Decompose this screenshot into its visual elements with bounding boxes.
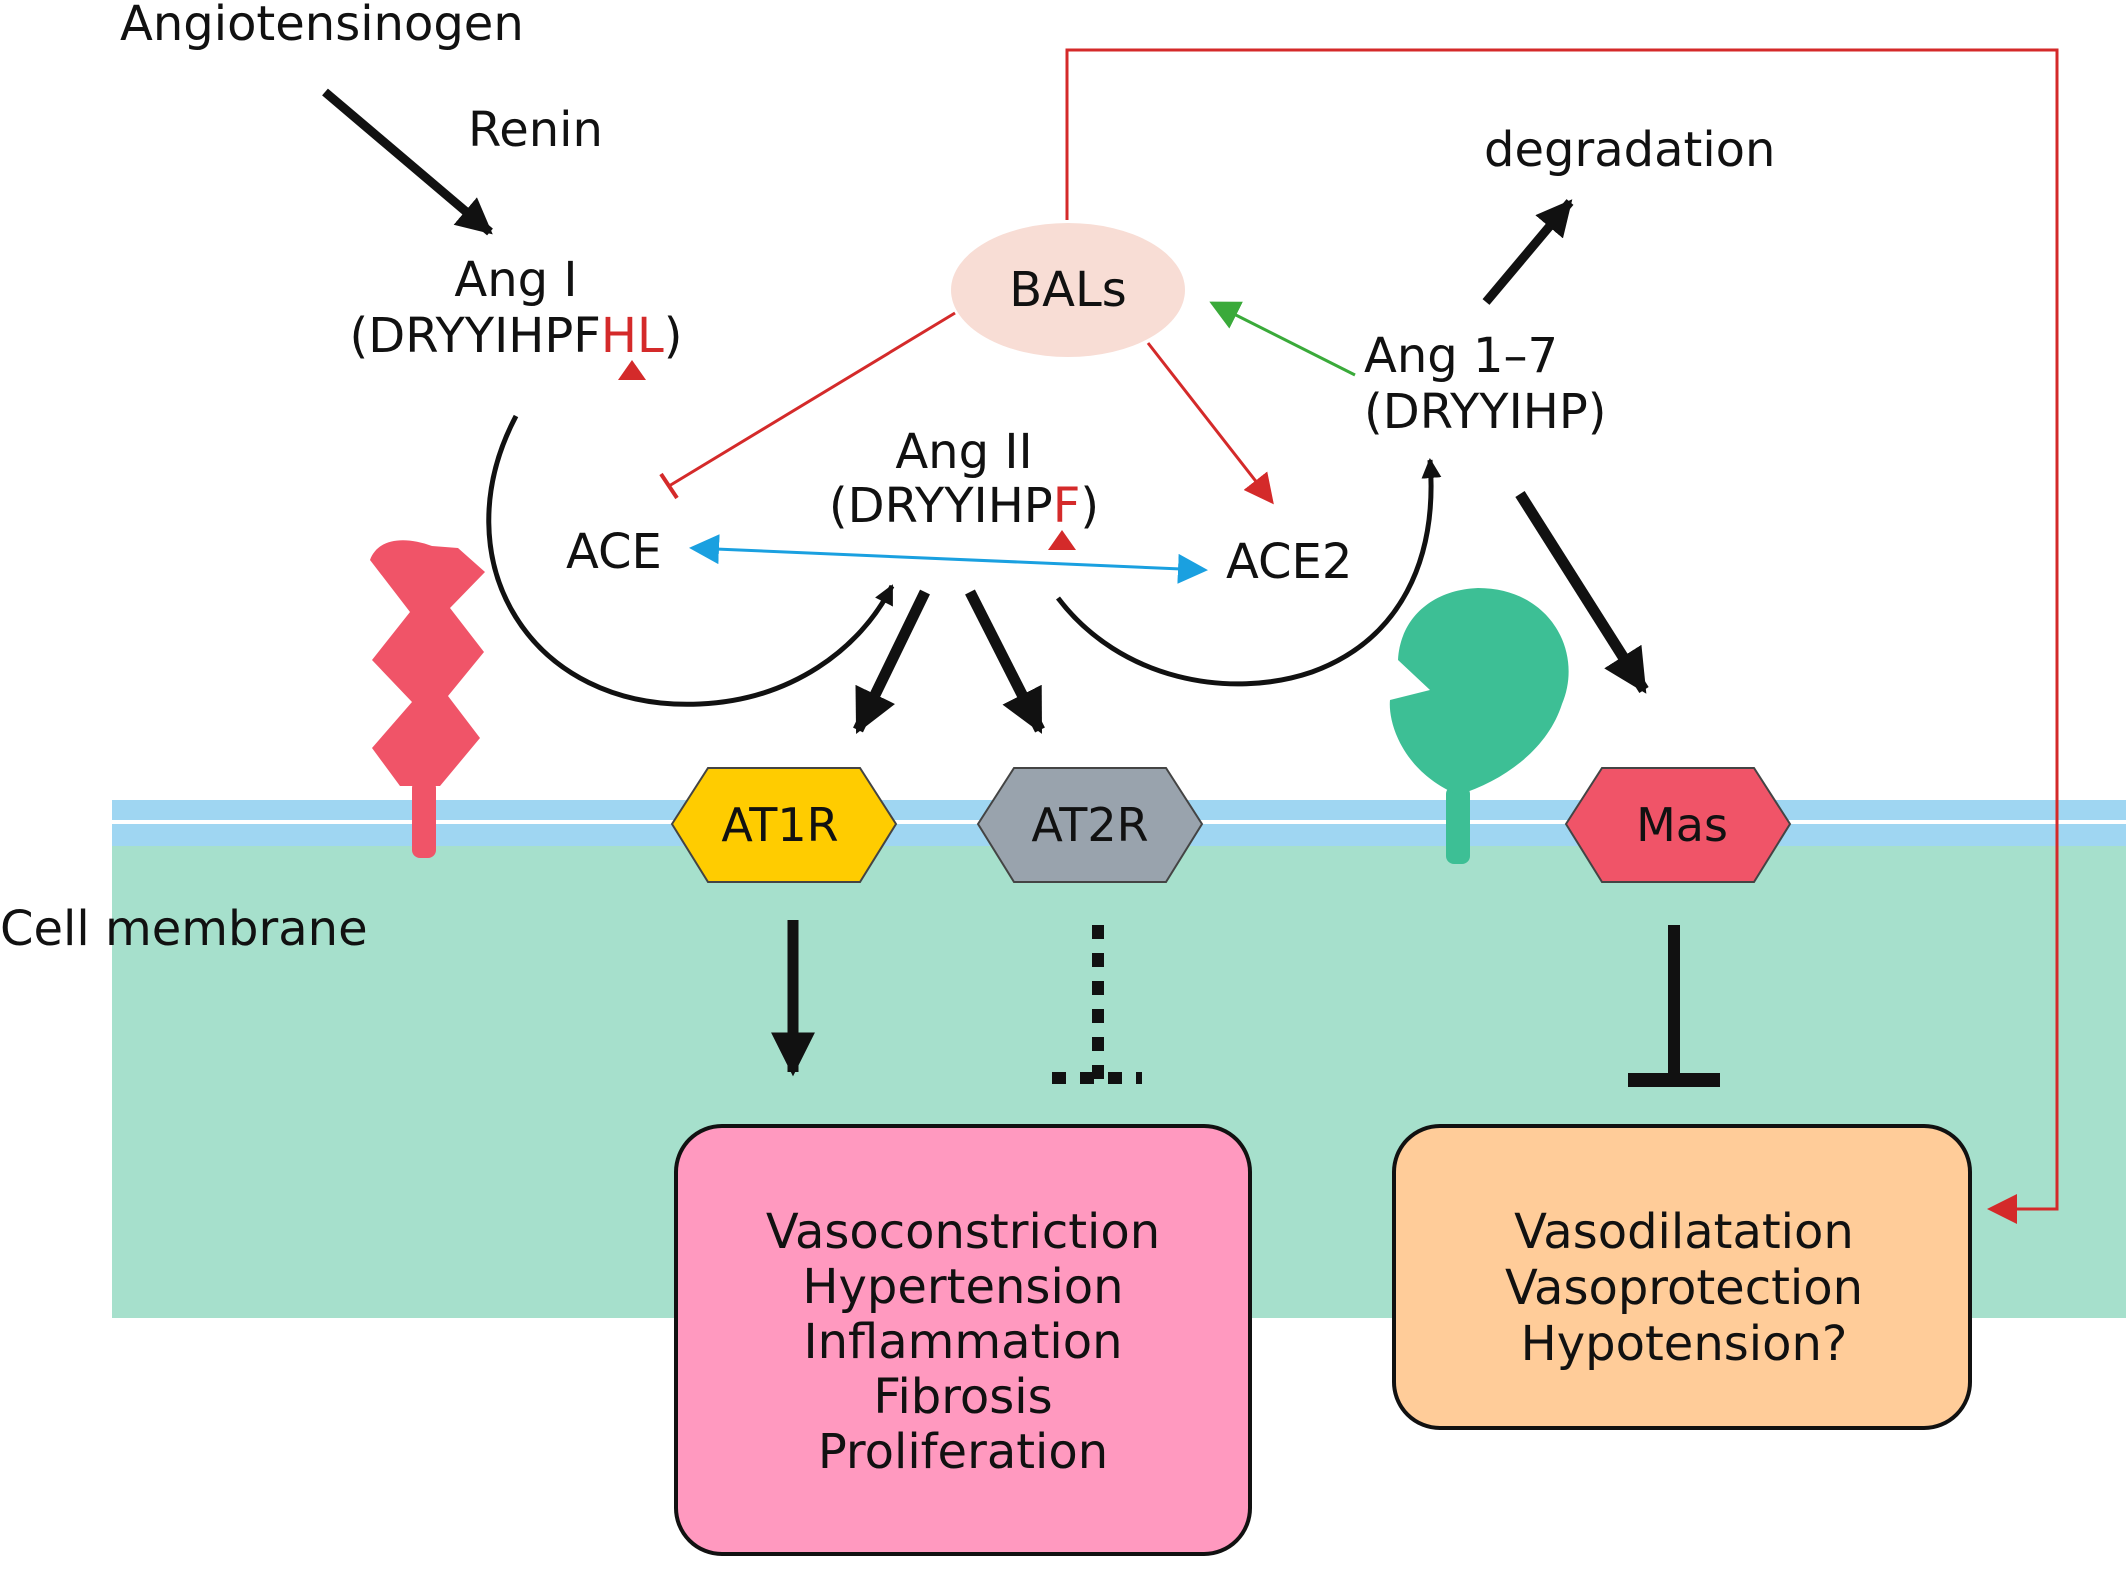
ang2-sequence: (DRYYIHPF) [829,478,1099,534]
ang1-to-ang2-curve [486,414,895,707]
ang17-label: Ang 1–7 [1364,328,1558,384]
ace-ace2-balance-arrow [689,534,1208,584]
degradation-arrow [1482,199,1574,305]
ang1-label: Ang I [454,252,577,308]
ace2-enzyme-icon [1389,588,1569,864]
mas-receptor [1564,767,1792,883]
effects-left-box [674,1124,1252,1556]
effect-left-4: Proliferation [818,1424,1108,1480]
effect-left-0: Vasoconstriction [766,1204,1160,1260]
mas-label: Mas [1636,798,1728,852]
ang2-to-ang17-curve [1056,458,1442,687]
angiotensinogen-label: Angiotensinogen [120,0,524,52]
effect-left-3: Fibrosis [873,1369,1052,1425]
ang2-to-at1r-arrow [853,589,930,734]
cell-membrane-label: Cell membrane [0,901,368,957]
at2r-receptor [976,767,1204,883]
ang17-to-mas-arrow [1515,491,1649,694]
effect-left-1: Hypertension [802,1259,1123,1315]
ace2-label: ACE2 [1226,534,1352,590]
at1r-receptor [670,767,898,883]
renin-cleavage-arrow [322,88,493,236]
bals-activates-ace2-arrow [1146,342,1274,505]
bals-label: BALs [1009,262,1127,318]
renin-label: Renin [468,102,603,158]
effect-right-1: Vasoprotection [1505,1260,1863,1316]
ace-enzyme-icon [370,540,485,858]
red-triangle-icon [618,360,646,380]
ang2-label: Ang II [895,424,1032,480]
effect-right-2: Hypotension? [1521,1316,1848,1372]
effects-right-box [1392,1124,1972,1430]
at2r-label: AT2R [1031,798,1148,852]
degradation-label: degradation [1484,122,1775,178]
ang1-sequence: (DRYYIHPFHL) [350,308,683,364]
effect-left-2: Inflammation [803,1314,1122,1370]
ace-label: ACE [566,524,662,580]
effect-right-0: Vasodilatation [1514,1204,1854,1260]
bals-node [951,223,1185,357]
bals-inhibits-ace-line [668,311,956,488]
ang2-to-at2r-arrow [965,589,1045,734]
ang17-sequence: (DRYYIHP) [1364,384,1607,440]
bals-feedback-line [1065,48,2059,1224]
ang17-to-bals-arrow [1209,301,1356,377]
inhibition-bar [659,472,679,500]
at1r-label: AT1R [721,798,838,852]
